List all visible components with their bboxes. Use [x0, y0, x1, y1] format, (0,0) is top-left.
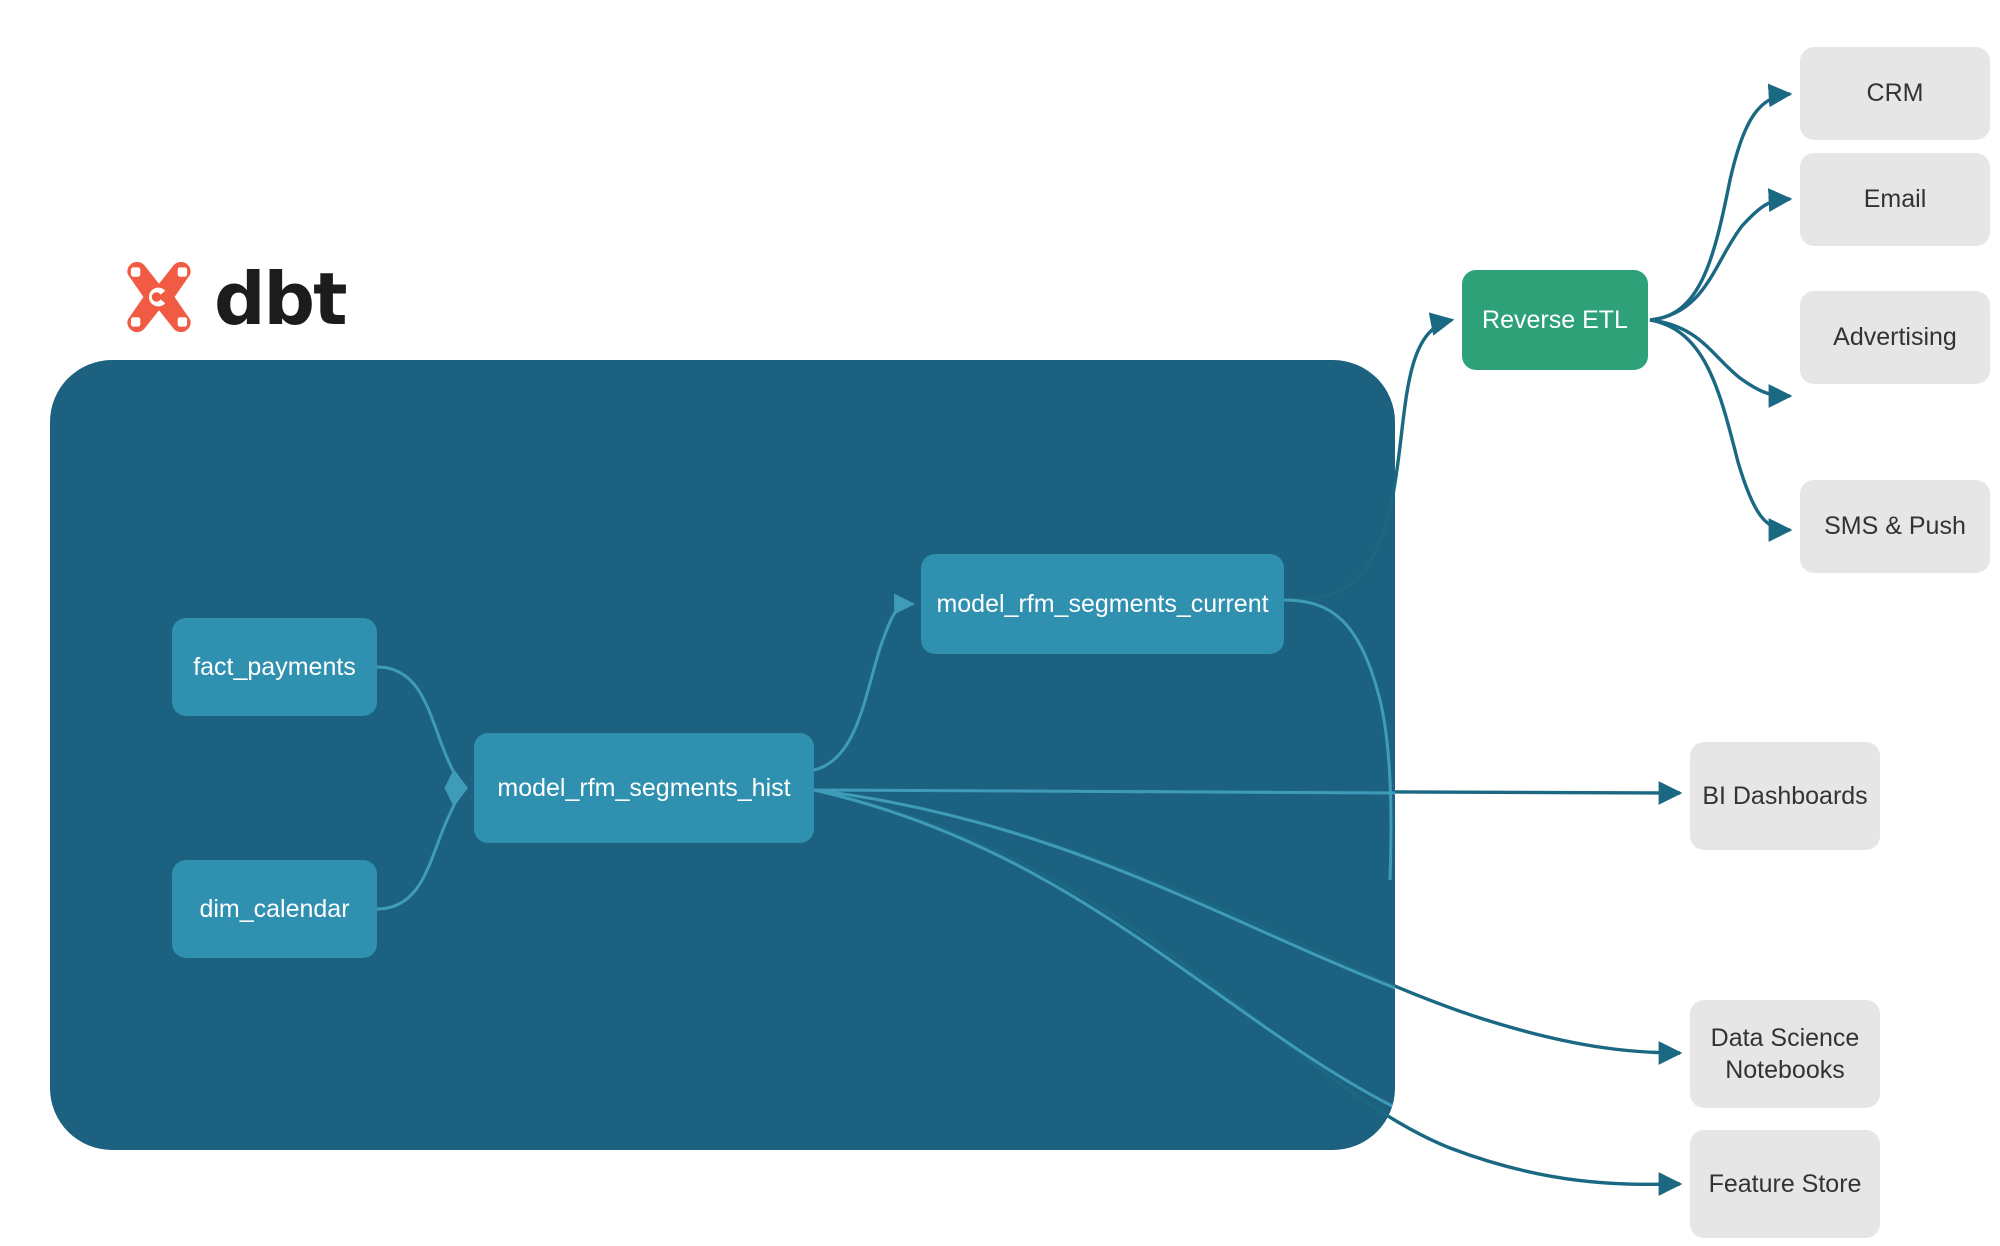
node-bi-dashboards[interactable]: BI Dashboards: [1690, 742, 1880, 850]
edge-reverse-etl-to-crm: [1649, 83, 1793, 322]
node-advertising[interactable]: Advertising: [1800, 291, 1990, 384]
node-label: Feature Store: [1708, 1169, 1862, 1198]
node-label-line-1: Data Science: [1710, 1023, 1860, 1052]
node-label: Email: [1863, 185, 1927, 214]
node-data-science-notebooks[interactable]: Data Science Notebooks: [1690, 1000, 1880, 1108]
node-crm[interactable]: CRM: [1800, 47, 1990, 140]
node-label: dim_calendar: [199, 894, 350, 923]
dbt-wordmark: dbt: [214, 257, 347, 341]
node-model-rfm-segments-hist[interactable]: model_rfm_segments_hist: [474, 733, 814, 843]
edge-reverse-etl-to-sms-push: [1649, 318, 1793, 542]
dbt-logo-icon: [127, 261, 191, 333]
node-fact-payments[interactable]: fact_payments: [172, 618, 377, 716]
node-label: model_rfm_segments_hist: [497, 773, 791, 802]
node-reverse-etl[interactable]: Reverse ETL: [1462, 270, 1648, 370]
node-label: SMS & Push: [1824, 512, 1966, 541]
node-sms-push[interactable]: SMS & Push: [1800, 480, 1990, 573]
node-label: fact_payments: [193, 652, 356, 681]
node-label: Data Science Notebooks: [1711, 1022, 1860, 1087]
node-label: Advertising: [1833, 323, 1957, 352]
edge-reverse-etl-to-advertising: [1649, 318, 1793, 408]
dbt-logo: dbt: [120, 257, 347, 341]
node-label: CRM: [1866, 79, 1924, 108]
node-label: model_rfm_segments_current: [936, 589, 1269, 618]
node-label-line-2: Notebooks: [1725, 1056, 1845, 1084]
node-dim-calendar[interactable]: dim_calendar: [172, 860, 377, 958]
node-label: Reverse ETL: [1482, 305, 1628, 334]
edge-reverse-etl-to-email: [1649, 188, 1793, 322]
node-feature-store[interactable]: Feature Store: [1690, 1130, 1880, 1238]
node-email[interactable]: Email: [1800, 153, 1990, 246]
node-model-rfm-segments-current[interactable]: model_rfm_segments_current: [921, 554, 1284, 654]
node-label: BI Dashboards: [1702, 781, 1868, 810]
